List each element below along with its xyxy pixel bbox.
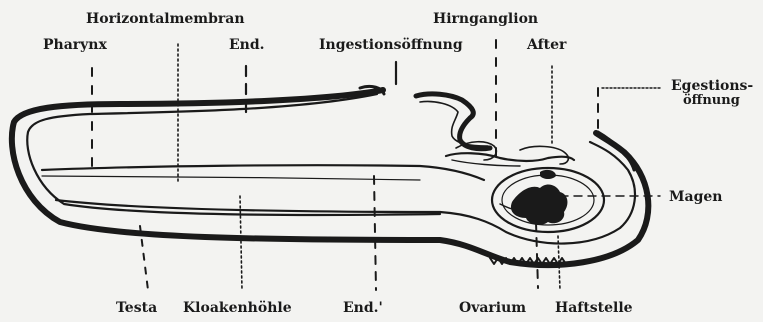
label-end-bottom: End.' bbox=[343, 301, 383, 315]
ganglion-outline bbox=[446, 153, 574, 161]
label-end-top: End. bbox=[229, 38, 265, 52]
pointer-end-bottom bbox=[374, 176, 376, 290]
label-kloakenhoehle: Kloakenhöhle bbox=[183, 301, 292, 315]
label-magen: Magen bbox=[669, 190, 722, 204]
label-testa: Testa bbox=[116, 301, 157, 315]
label-ovarium: Ovarium bbox=[459, 301, 526, 315]
label-ingestionsoeffnung: Ingestionsöffnung bbox=[319, 38, 463, 52]
kloakenhoehle-line bbox=[42, 176, 420, 180]
label-egestions-line2: öffnung bbox=[683, 94, 740, 107]
dorsal-wall-inner bbox=[420, 101, 488, 146]
label-pharynx: Pharynx bbox=[43, 38, 107, 52]
label-hirnganglion: Hirnganglion bbox=[433, 12, 538, 26]
stomach-contents bbox=[511, 185, 568, 225]
label-egestions-line1: Egestions- bbox=[671, 79, 753, 93]
label-haftstelle: Haftstelle bbox=[555, 301, 633, 315]
inner-wall bbox=[27, 94, 440, 215]
label-horizontalmembran: Horizontalmembran bbox=[86, 12, 245, 26]
stomach-spot bbox=[540, 170, 556, 179]
label-after: After bbox=[527, 38, 566, 52]
